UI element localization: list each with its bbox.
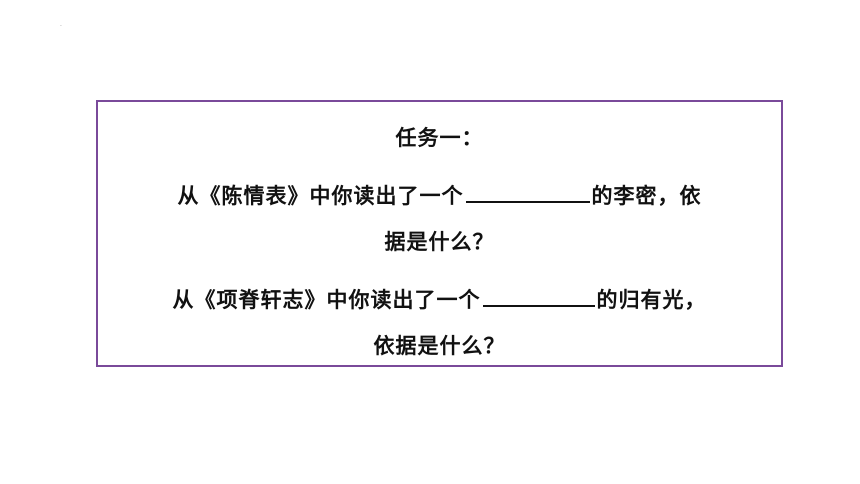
task-box: 任务一： 从《陈情表》中你读出了一个 的李密，依 据是什么？ 从《项脊轩志》中你读… (96, 100, 783, 367)
task-heading: 任务一： (395, 126, 484, 150)
question-2-suffix: 的归有光， (596, 288, 707, 312)
corner-mark: · (60, 23, 62, 30)
question-2-line-2: 依据是什么？ (373, 334, 506, 358)
question-1-suffix: 的李密，依 (591, 184, 702, 208)
question-1-prefix: 从《陈情表》中你读出了一个 (177, 184, 464, 208)
question-2-prefix: 从《项脊轩志》中你读出了一个 (172, 288, 481, 312)
question-1-line-1: 从《陈情表》中你读出了一个 的李密，依 (98, 180, 781, 210)
question-2-blank (482, 289, 595, 307)
question-1-blank (465, 185, 590, 203)
question-1-line-2: 据是什么？ (384, 230, 495, 254)
question-2-line-1: 从《项脊轩志》中你读出了一个 的归有光， (98, 284, 781, 314)
